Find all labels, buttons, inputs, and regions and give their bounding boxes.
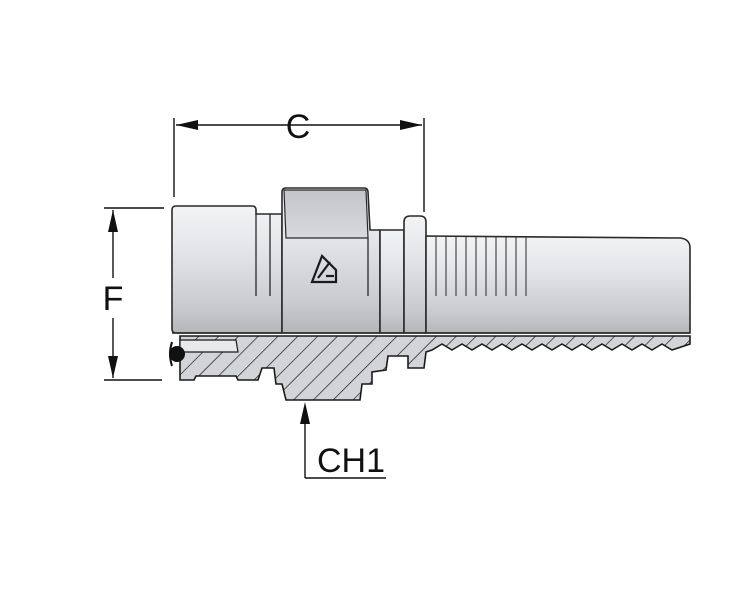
- dimension-f-top-arrow-icon: [108, 210, 118, 232]
- manufacturer-triangle-logo-icon: [310, 254, 338, 284]
- hex-top-flat: [283, 189, 369, 239]
- dimension-c-label: C: [286, 108, 311, 146]
- ch1-arrow-icon: [300, 402, 310, 424]
- fitting-section-half: [169, 332, 691, 401]
- female-body-cylinder: [171, 205, 283, 334]
- hose-tail-serrations: [435, 237, 527, 296]
- dimension-c-right-arrow-icon: [400, 120, 422, 130]
- section-bore-recess: [179, 339, 239, 353]
- dimension-f-bottom-arrow-icon: [108, 356, 118, 378]
- neck: [379, 229, 405, 334]
- o-ring-seat: [169, 341, 173, 367]
- dimension-c: C: [173, 108, 425, 212]
- section-hatched-wall: [179, 335, 691, 401]
- dimension-c-left-arrow-icon: [176, 120, 198, 130]
- dimension-ch1: CH1: [300, 402, 386, 480]
- fitting-exterior-half: [171, 187, 691, 334]
- dimension-f-label: F: [103, 280, 124, 318]
- dimension-f-label-gap: [100, 278, 126, 318]
- collar-ring: [403, 215, 427, 334]
- ch1-label: CH1: [317, 442, 385, 480]
- hose-tail: [425, 235, 691, 334]
- dimension-f: F: [100, 207, 164, 381]
- o-ring-icon: [169, 346, 185, 362]
